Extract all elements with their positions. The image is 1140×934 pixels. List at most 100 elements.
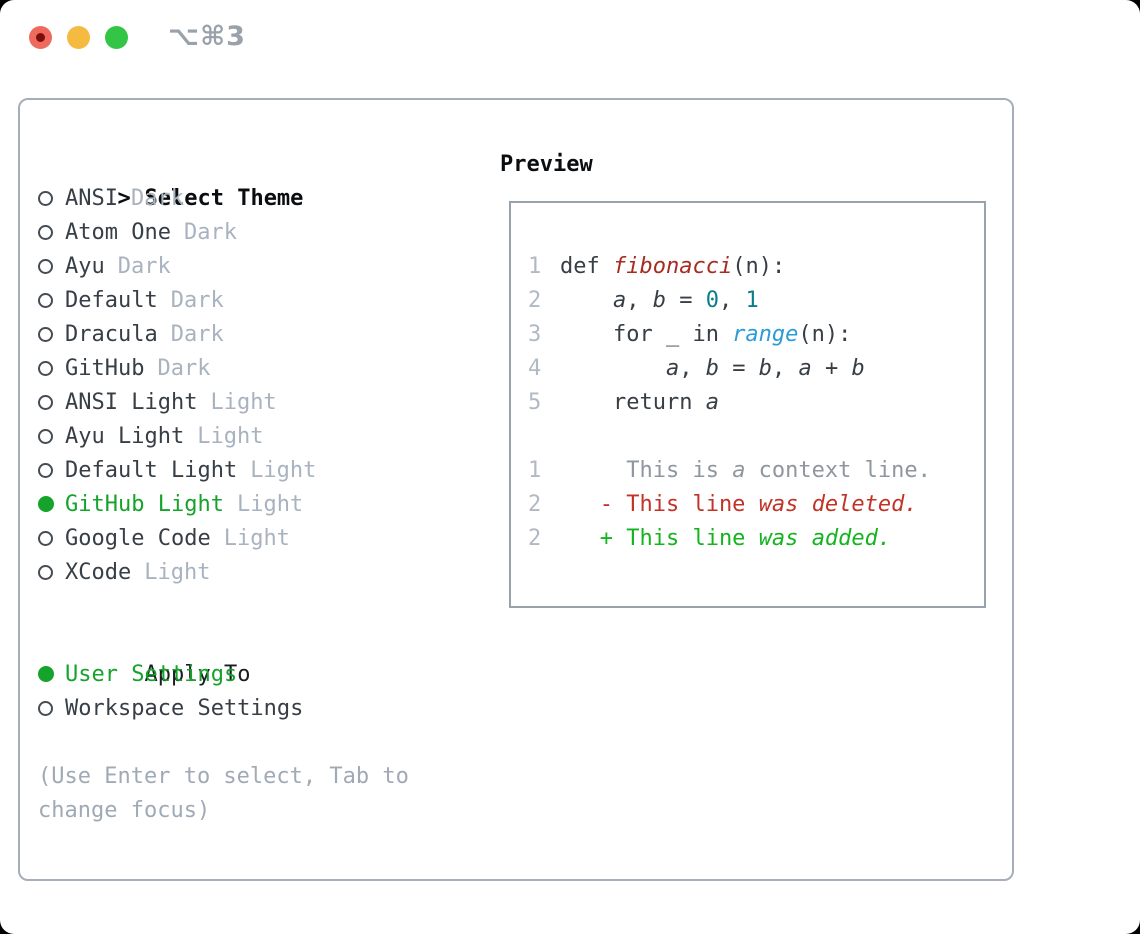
code-token: This is [560, 458, 733, 483]
blank-line [528, 420, 984, 454]
theme-variant-label: Dark [130, 186, 184, 211]
theme-option[interactable]: Dracula Dark [38, 318, 316, 352]
theme-variant-label: Dark [157, 356, 211, 381]
option-label: Default Light [65, 458, 238, 483]
theme-option[interactable]: Default Light Light [38, 454, 316, 488]
line-number: 3 [528, 322, 542, 347]
radio-unselected-icon [38, 565, 53, 580]
code-token: , [771, 356, 799, 381]
line-number: 5 [528, 390, 542, 415]
radio-marker [38, 216, 65, 250]
option-label: Atom One [65, 220, 171, 245]
hint-line: change focus) [38, 798, 211, 823]
theme-variant-label: Light [210, 390, 277, 415]
radio-marker [38, 488, 65, 522]
code-token: b [705, 356, 719, 381]
theme-option[interactable]: Ayu Light Light [38, 420, 316, 454]
radio-marker [38, 556, 65, 590]
radio-unselected-icon [38, 293, 53, 308]
theme-variant-label: Dark [170, 322, 224, 347]
code-token: a [612, 288, 627, 313]
option-label: ANSI [65, 186, 118, 211]
code-token: + [811, 356, 852, 381]
option-label: ANSI Light [65, 390, 198, 415]
radio-unselected-icon [38, 701, 53, 716]
diff-line: 1 This is a context line. [528, 454, 984, 488]
line-number: 1 [528, 254, 542, 279]
apply-to-option[interactable]: Workspace Settings [38, 692, 303, 726]
hint-line: (Use Enter to select, Tab to [38, 764, 409, 789]
line-number: 2 [528, 492, 542, 517]
code-token: b [851, 356, 865, 381]
radio-unselected-icon [38, 531, 53, 546]
line-number: 2 [528, 526, 542, 551]
diff-line: 2 + This line was added. [528, 522, 984, 556]
option-label: GitHub [65, 356, 145, 381]
code-token: return [560, 390, 706, 415]
zoom-button[interactable] [105, 26, 128, 49]
code-token: 0 [705, 288, 719, 313]
code-token [560, 288, 613, 313]
radio-marker [38, 658, 65, 692]
theme-variant-label: Dark [117, 254, 171, 279]
radio-marker [38, 182, 65, 216]
radio-selected-icon [38, 666, 54, 682]
theme-variant-label: Dark [170, 288, 224, 313]
code-token: a [665, 356, 680, 381]
apply-to-option[interactable]: User Settings [38, 658, 303, 692]
theme-variant-label: Light [197, 424, 264, 449]
radio-marker [38, 284, 65, 318]
close-button[interactable] [29, 26, 52, 49]
theme-variant-label: Light [236, 492, 304, 517]
code-token: a [705, 390, 719, 415]
theme-option[interactable]: XCode Light [38, 556, 316, 590]
minimize-button[interactable] [67, 26, 90, 49]
option-label: Ayu [65, 254, 105, 279]
option-label: Ayu Light [65, 424, 185, 449]
code-token: = [665, 288, 706, 313]
radio-marker [38, 522, 65, 556]
theme-list-title: Select Theme [144, 186, 304, 211]
theme-option[interactable]: ANSI Light Light [38, 386, 316, 420]
radio-unselected-icon [38, 463, 53, 478]
theme-variant-label: Light [250, 458, 317, 483]
theme-option[interactable]: ANSI Dark [38, 182, 316, 216]
code-token: def [560, 254, 613, 279]
code-line: 3 for _ in range(n): [528, 318, 984, 352]
radio-unselected-icon [38, 191, 53, 206]
theme-option[interactable]: GitHub Dark [38, 352, 316, 386]
radio-unselected-icon [38, 429, 53, 444]
keyboard-shortcut-label: ⌥⌘3 [168, 21, 246, 52]
radio-unselected-icon [38, 361, 53, 376]
radio-unselected-icon [38, 395, 53, 410]
prompt-icon: > [117, 186, 131, 211]
code-token: (n): [798, 322, 852, 347]
line-number: 4 [528, 356, 542, 381]
code-token: b [652, 288, 666, 313]
radio-marker [38, 386, 65, 420]
code-line: 2 a, b = 0, 1 [528, 284, 984, 318]
theme-option[interactable]: Ayu Dark [38, 250, 316, 284]
code-token: context line. [745, 458, 931, 483]
option-label: Dracula [65, 322, 158, 347]
radio-marker [38, 454, 65, 488]
theme-variant-label: Light [223, 526, 290, 551]
code-token: , [626, 288, 653, 313]
theme-variant-label: Light [144, 560, 211, 585]
radio-marker [38, 420, 65, 454]
code-token [798, 492, 811, 517]
code-token: 1 [745, 288, 759, 313]
code-token [560, 356, 666, 381]
option-label: XCode [65, 560, 132, 585]
radio-marker [38, 692, 65, 726]
code-token: (n): [732, 254, 786, 279]
code-line: 5 return a [528, 386, 984, 420]
